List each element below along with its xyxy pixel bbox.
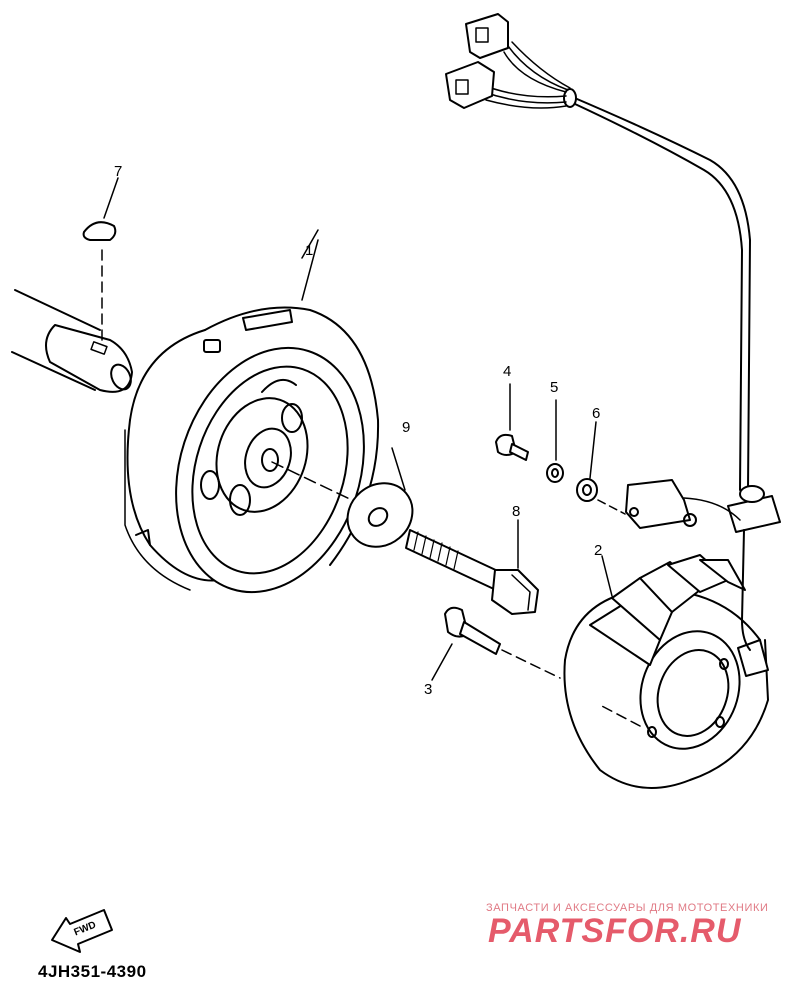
fwd-arrow bbox=[51, 909, 113, 953]
watermark-tagline: ЗАПЧАСТИ И АКСЕССУАРЫ ДЛЯ МОТОТЕХНИКИ bbox=[486, 902, 769, 914]
callout-6: 6 bbox=[592, 405, 600, 422]
callout-7: 7 bbox=[114, 163, 122, 180]
plain-washer bbox=[576, 421, 626, 515]
callout-5: 5 bbox=[550, 379, 558, 396]
callout-4: 4 bbox=[503, 363, 511, 380]
flywheel-bolt bbox=[405, 519, 539, 615]
wiring-harness bbox=[445, 13, 781, 651]
callout-8: 8 bbox=[512, 503, 520, 520]
diagram-code: 4JH351-4390 bbox=[38, 962, 147, 981]
callout-3: 3 bbox=[424, 681, 432, 698]
stator-bolt bbox=[431, 606, 561, 681]
washer bbox=[346, 447, 414, 548]
flywheel-rotor bbox=[124, 229, 380, 594]
callout-9: 9 bbox=[402, 419, 410, 436]
woodruff-key bbox=[82, 177, 119, 241]
watermark-brand: PARTSFOR.RU bbox=[488, 912, 742, 950]
callout-2: 2 bbox=[594, 542, 602, 559]
lock-washer bbox=[546, 399, 564, 483]
callout-1: 1 bbox=[305, 242, 313, 259]
small-screw bbox=[495, 383, 529, 461]
stator-coil-assembly bbox=[563, 554, 769, 789]
crankshaft bbox=[11, 249, 133, 393]
